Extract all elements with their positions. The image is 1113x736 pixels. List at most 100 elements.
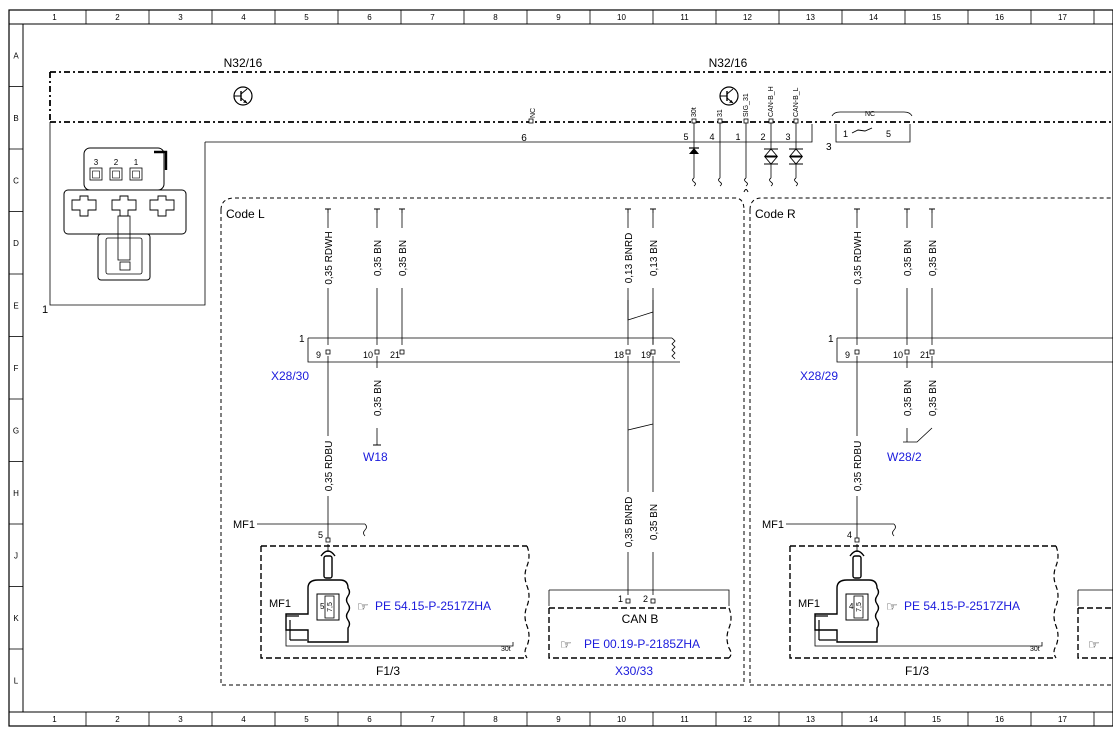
fuse-element-icon (853, 595, 864, 619)
next-box (1077, 589, 1113, 606)
connector-pin-name: CAN-B_L (793, 87, 800, 117)
wire-color-label: 0,35 BN (903, 380, 914, 416)
column-number: 10 (617, 715, 626, 724)
column-number: 7 (430, 715, 435, 724)
wire-break-icon (744, 177, 748, 187)
pin-terminal (929, 349, 935, 355)
wire-end-icon (929, 208, 935, 213)
row-letter: B (13, 114, 18, 123)
w28-label[interactable]: W28/2 (887, 450, 922, 464)
column-number: 6 (367, 715, 372, 724)
wire-end-icon (374, 208, 380, 213)
xblock-num: 1 (299, 334, 305, 345)
wire-join (903, 427, 933, 443)
code-l-frame (220, 210, 745, 686)
fuse-pin: 5 (320, 602, 325, 611)
pin-terminal (650, 598, 656, 604)
wire-color-label: 0,35 RDBU (853, 441, 864, 492)
pin-terminal (904, 349, 910, 355)
row-letter: C (13, 176, 19, 185)
pointing-hand-icon[interactable]: ☞ (886, 599, 898, 614)
xblock-pin: 9 (316, 350, 321, 360)
wire-color-label: 0,35 RDBU (324, 441, 335, 492)
pin-terminal (854, 537, 860, 543)
xblock-pin: 10 (893, 350, 903, 360)
wire-label-bg (322, 436, 334, 496)
connector-view-pin: 3 (94, 158, 99, 167)
wire-color-label: 0,35 BN (649, 504, 660, 540)
column-number: 5 (304, 13, 309, 22)
mf1-label: MF1 (762, 519, 784, 531)
pin-terminal (325, 349, 331, 355)
column-number: 9 (556, 715, 561, 724)
mf1-label: MF1 (233, 519, 255, 531)
wire-color-label: 0,13 BNRD (624, 233, 635, 284)
column-number: 11 (680, 13, 689, 22)
column-number: 4 (241, 715, 246, 724)
can-b-box-break (726, 607, 732, 659)
wire-label-bg (851, 436, 863, 496)
wire-label-bg (322, 228, 334, 288)
xblock-pin: 9 (845, 350, 850, 360)
column-number: 15 (932, 13, 941, 22)
pin-terminal (325, 537, 331, 543)
terminal-bracket-icon (815, 615, 836, 641)
pin-terminal (768, 118, 774, 124)
pin-terminal (793, 118, 799, 124)
ref-link-can[interactable]: PE 00.19-P-2185ZHA (584, 637, 700, 651)
nc-label: NC (530, 108, 537, 118)
column-number: 15 (932, 715, 941, 724)
pin-terminal (691, 118, 697, 124)
code-l-frame-top (220, 197, 745, 211)
wire-label-bg (647, 228, 659, 288)
pointing-hand-icon[interactable]: ☞ (357, 599, 369, 614)
row-letter: H (13, 489, 19, 498)
column-number: 14 (869, 715, 878, 724)
wire-label-bg (901, 228, 913, 288)
connector-view-cavity (92, 170, 100, 179)
wire-color-label: 0,35 RDWH (324, 231, 335, 284)
xblock-bar (836, 337, 1113, 363)
module-harness-line (205, 124, 813, 143)
code-r-frame (749, 210, 1113, 686)
mf1-inner-label: MF1 (798, 598, 820, 610)
column-number: 13 (806, 715, 815, 724)
pin-terminal (528, 118, 534, 124)
nc-box-pin-b: 5 (886, 129, 891, 139)
ref-link-fuse[interactable]: PE 54.15-P-2517ZHA (904, 599, 1020, 613)
column-number: 2 (115, 715, 120, 724)
xblock-label[interactable]: X28/29 (800, 369, 838, 383)
code-r-title: Code R (755, 207, 796, 221)
module-pin6: 6 (521, 133, 527, 144)
x3033-label[interactable]: X30/33 (615, 664, 653, 678)
xblock-label[interactable]: X28/30 (271, 369, 309, 383)
ref-link-fuse[interactable]: PE 54.15-P-2517ZHA (375, 599, 491, 613)
column-number: 3 (178, 715, 183, 724)
connector-view-pin: 2 (114, 158, 119, 167)
w18-label[interactable]: W18 (363, 450, 388, 464)
xblock-pin: 21 (390, 350, 400, 360)
row-letter: G (13, 426, 19, 435)
pin-terminal (650, 349, 656, 355)
pointing-hand-icon[interactable]: ☞ (560, 637, 572, 652)
tvs-diode-icon (764, 148, 778, 165)
column-number: 4 (241, 13, 246, 22)
column-number: 9 (556, 13, 561, 22)
wire-color-label: 0,35 RDWH (853, 231, 864, 284)
outer-frame (8, 9, 1113, 727)
wire-end-icon (625, 208, 631, 213)
fuse-box-frame (260, 545, 527, 659)
module-label-right: N32/16 (709, 56, 748, 70)
mf1-bar (786, 523, 896, 537)
nc-box-pin-a: 1 (843, 129, 848, 139)
wire-label-bg (926, 228, 938, 288)
pin-terminal (717, 118, 723, 124)
wire-color-label: 0,35 BN (398, 240, 409, 276)
pointing-hand-icon[interactable]: ☞ (1088, 637, 1100, 652)
wire-label-bg (371, 368, 383, 428)
twisted-pair-icon (627, 300, 654, 344)
module-label-left: N32/16 (224, 56, 263, 70)
fuse-box-break (1053, 545, 1059, 659)
